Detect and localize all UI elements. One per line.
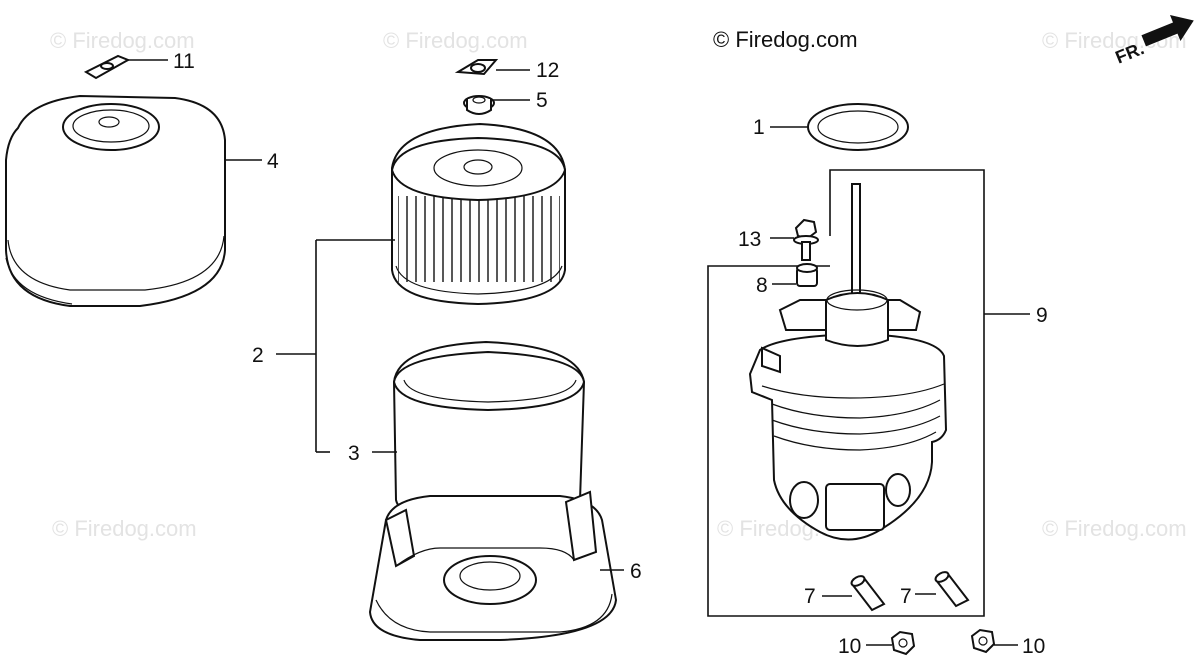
- callout-10b: 10: [1022, 635, 1045, 658]
- watermark: © Firedog.com: [50, 28, 195, 53]
- callout-1: 1: [753, 116, 765, 139]
- part-3-foam-element: [372, 340, 586, 530]
- part-8-collar: [772, 263, 818, 287]
- part-2-paper-element: [390, 122, 567, 306]
- callout-3: 3: [348, 442, 360, 465]
- watermark: © Firedog.com: [52, 516, 197, 541]
- bracket-2: [276, 239, 395, 453]
- callout-9: 9: [1036, 304, 1048, 327]
- callout-7b: 7: [900, 585, 912, 608]
- watermark: © Firedog.com: [1042, 516, 1187, 541]
- callout-7a: 7: [804, 585, 816, 608]
- part-1-gasket: [770, 103, 909, 151]
- watermark: © Firedog.com: [383, 28, 528, 53]
- part-9-elbow: [748, 183, 948, 541]
- callout-5: 5: [536, 89, 548, 112]
- part-12-wing-nut: [454, 59, 530, 76]
- copyright-text: © Firedog.com: [713, 27, 858, 52]
- callout-8: 8: [756, 274, 768, 297]
- part-7-tube-right: [915, 571, 970, 608]
- part-7-tube-left: [822, 575, 886, 612]
- part-4-air-cleaner-cover: [5, 94, 262, 307]
- part-5-grommet: [463, 95, 530, 115]
- watermarks: © Firedog.com © Firedog.com © Firedog.co…: [50, 28, 1187, 541]
- part-10-nut-left: [866, 630, 916, 656]
- part-13-bolt: [770, 218, 819, 261]
- part-11-wing-nut: [83, 54, 168, 80]
- callout-4: 4: [267, 150, 279, 173]
- arrow-icon: [1141, 15, 1194, 47]
- callout-10a: 10: [838, 635, 861, 658]
- callout-6: 6: [630, 560, 642, 583]
- bracket-9: [707, 169, 1030, 617]
- callout-13: 13: [738, 228, 761, 251]
- callout-11: 11: [173, 50, 195, 73]
- callout-12: 12: [536, 59, 559, 82]
- part-10-nut-right: [970, 628, 1018, 654]
- callout-2: 2: [252, 344, 264, 367]
- part-6-air-cleaner-case: [368, 490, 624, 641]
